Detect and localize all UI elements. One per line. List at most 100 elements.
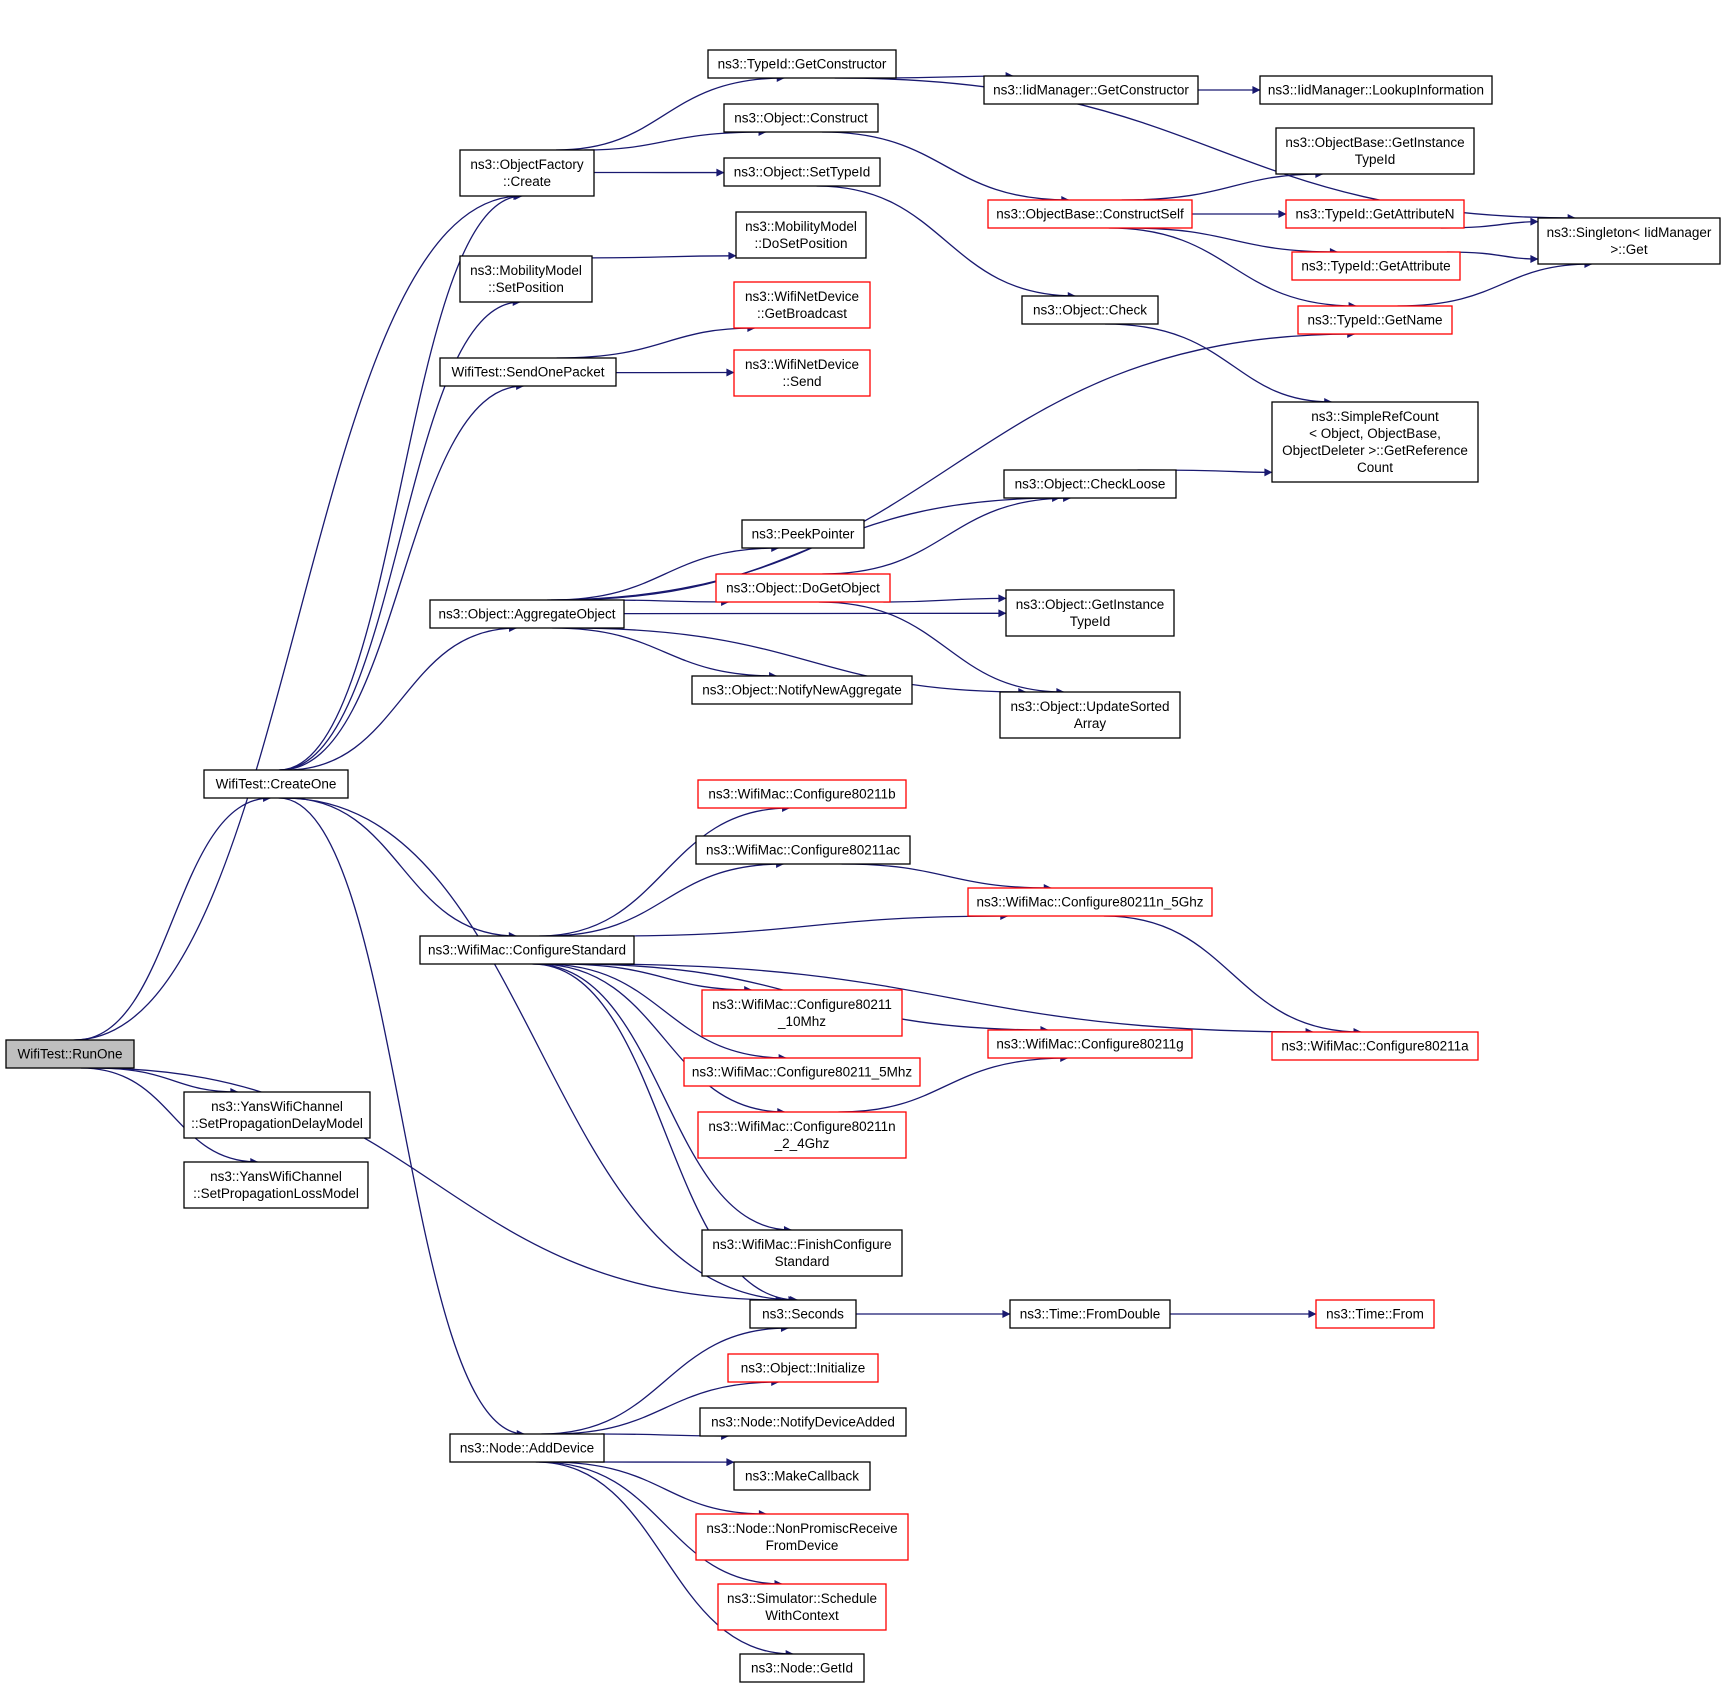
edge-sendonepacket-to-getbroadcast: [556, 324, 756, 359]
edge-createone-to-adddevice: [278, 797, 525, 1438]
edge-configstd-to-cfg11ac: [546, 860, 785, 937]
node-box: [733, 349, 871, 397]
node-seconds[interactable]: ns3::Seconds: [749, 1299, 857, 1329]
node-cfg11ac[interactable]: ns3::WifiMac::Configure80211ac: [695, 835, 911, 865]
node-constructself[interactable]: ns3::ObjectBase::ConstructSelf: [987, 199, 1193, 229]
node-timefrom[interactable]: ns3::Time::From: [1315, 1299, 1435, 1329]
node-settypeid[interactable]: ns3::Object::SetTypeId: [723, 157, 881, 187]
node-cfg5mhz[interactable]: ns3::WifiMac::Configure80211_5Mhz: [683, 1057, 921, 1087]
node-mmsetpos[interactable]: ns3::MobilityModel::SetPosition: [459, 255, 593, 303]
node-ofcreate[interactable]: ns3::ObjectFactory::Create: [459, 149, 595, 197]
node-box: [717, 1583, 887, 1631]
node-construct[interactable]: ns3::Object::Construct: [723, 103, 879, 133]
node-cfg11b[interactable]: ns3::WifiMac::Configure80211b: [697, 779, 907, 809]
node-cfg11n24[interactable]: ns3::WifiMac::Configure80211n_2_4Ghz: [697, 1111, 907, 1159]
node-fromdouble[interactable]: ns3::Time::FromDouble: [1009, 1299, 1171, 1329]
node-box: [429, 599, 625, 629]
node-label: ns3::Object::AggregateObject: [438, 607, 615, 622]
edge-runone-to-ofcreate: [73, 192, 522, 1041]
node-getattr[interactable]: ns3::TypeId::GetAttribute: [1291, 251, 1461, 281]
node-dosetpos[interactable]: ns3::MobilityModel::DoSetPosition: [735, 211, 867, 259]
node-label: ns3::Simulator::Schedule: [727, 1591, 877, 1606]
node-label: ns3::ObjectBase::GetInstance: [1285, 135, 1464, 150]
edge-createone-to-configstd: [286, 797, 517, 940]
edge-dogetobject-to-objgetinsttid: [883, 594, 1007, 603]
edge-ofcreate-to-construct: [584, 128, 767, 151]
edge-runone-to-seconds: [89, 1067, 784, 1304]
node-box: [697, 779, 907, 809]
edge-createone-to-seconds: [282, 797, 797, 1304]
node-box: [987, 199, 1193, 229]
node-lossmodel[interactable]: ns3::YansWifiChannel::SetPropagationLoss…: [183, 1161, 369, 1209]
node-box: [691, 675, 913, 705]
edge-configstd-to-finishcfg: [533, 963, 792, 1234]
node-singleton[interactable]: ns3::Singleton< IidManager>::Get: [1537, 217, 1721, 265]
node-createone[interactable]: WifiTest::CreateOne: [203, 769, 349, 799]
node-makecallback[interactable]: ns3::MakeCallback: [733, 1461, 871, 1491]
node-simplerefcount[interactable]: ns3::SimpleRefCount< Object, ObjectBase,…: [1271, 401, 1479, 483]
node-notifydevadded[interactable]: ns3::Node::NotifyDeviceAdded: [699, 1407, 907, 1437]
edge-objcheck-to-simplerefcount: [1105, 323, 1333, 406]
node-checkloose[interactable]: ns3::Object::CheckLoose: [1003, 469, 1177, 499]
node-wndsend[interactable]: ns3::WifiNetDevice::Send: [733, 349, 871, 397]
node-box: [1271, 401, 1479, 483]
node-label: ns3::MobilityModel: [470, 263, 582, 278]
node-cfg11a[interactable]: ns3::WifiMac::Configure80211a: [1271, 1031, 1479, 1061]
node-getname[interactable]: ns3::TypeId::GetName: [1297, 305, 1453, 335]
node-label: ns3::ObjectBase::ConstructSelf: [996, 207, 1184, 222]
node-notifyagg[interactable]: ns3::Object::NotifyNewAggregate: [691, 675, 913, 705]
node-label: _2_4Ghz: [774, 1136, 830, 1151]
edge-adddevice-to-schedctx: [539, 1461, 783, 1588]
node-cfg11g[interactable]: ns3::WifiMac::Configure80211g: [987, 1029, 1193, 1059]
node-box: [695, 1513, 909, 1561]
node-box: [749, 1299, 857, 1329]
node-box: [987, 1029, 1193, 1059]
node-sendonepacket[interactable]: WifiTest::SendOnePacket: [439, 357, 617, 387]
node-objcheck[interactable]: ns3::Object::Check: [1021, 295, 1159, 325]
node-configstd[interactable]: ns3::WifiMac::ConfigureStandard: [419, 935, 635, 965]
edge-runone-to-lossmodel: [81, 1067, 259, 1166]
node-getid[interactable]: ns3::Node::GetId: [739, 1653, 865, 1683]
node-runone[interactable]: WifiTest::RunOne: [5, 1039, 135, 1069]
node-adddevice[interactable]: ns3::Node::AddDevice: [449, 1433, 605, 1463]
node-label: ns3::ObjectFactory: [470, 157, 584, 172]
node-box: [5, 1039, 135, 1069]
node-getbroadcast[interactable]: ns3::WifiNetDevice::GetBroadcast: [733, 281, 871, 329]
node-label: ns3::TypeId::GetName: [1307, 313, 1442, 328]
node-iidlookup[interactable]: ns3::IidManager::LookupInformation: [1259, 75, 1493, 105]
node-cfg11n5[interactable]: ns3::WifiMac::Configure80211n_5Ghz: [967, 887, 1213, 917]
node-label: ::DoSetPosition: [754, 236, 847, 251]
node-box: [733, 281, 871, 329]
node-box: [1009, 1299, 1171, 1329]
edge-constructself-to-getname: [1108, 227, 1357, 310]
node-delaymodel[interactable]: ns3::YansWifiChannel::SetPropagationDela…: [183, 1091, 371, 1139]
node-getattrn[interactable]: ns3::TypeId::GetAttributeN: [1285, 199, 1465, 229]
node-peekpointer[interactable]: ns3::PeekPointer: [741, 519, 865, 549]
node-label: Array: [1074, 716, 1107, 731]
node-getconstructor[interactable]: ns3::TypeId::GetConstructor: [707, 49, 897, 79]
node-box: [1285, 199, 1465, 229]
edge-configstd-to-cfg11b: [539, 804, 791, 937]
node-iidgetctor[interactable]: ns3::IidManager::GetConstructor: [983, 75, 1199, 105]
node-label: ns3::WifiNetDevice: [745, 357, 859, 372]
node-label: ns3::MakeCallback: [745, 1469, 859, 1484]
node-aggregate[interactable]: ns3::Object::AggregateObject: [429, 599, 625, 629]
edge-createone-to-mmsetpos: [279, 298, 521, 771]
node-initialize[interactable]: ns3::Object::Initialize: [727, 1353, 879, 1383]
node-cfg10mhz[interactable]: ns3::WifiMac::Configure80211_10Mhz: [701, 989, 903, 1037]
node-label: ns3::MobilityModel: [745, 219, 857, 234]
node-label: ns3::IidManager::LookupInformation: [1268, 83, 1484, 98]
node-label: ns3::Seconds: [762, 1307, 844, 1322]
node-box: [983, 75, 1199, 105]
node-label: ns3::WifiMac::Configure80211_5Mhz: [692, 1065, 913, 1080]
edge-aggregate-to-checkloose: [557, 494, 1061, 601]
node-box: [459, 149, 595, 197]
node-dogetobject[interactable]: ns3::Object::DoGetObject: [715, 573, 891, 603]
